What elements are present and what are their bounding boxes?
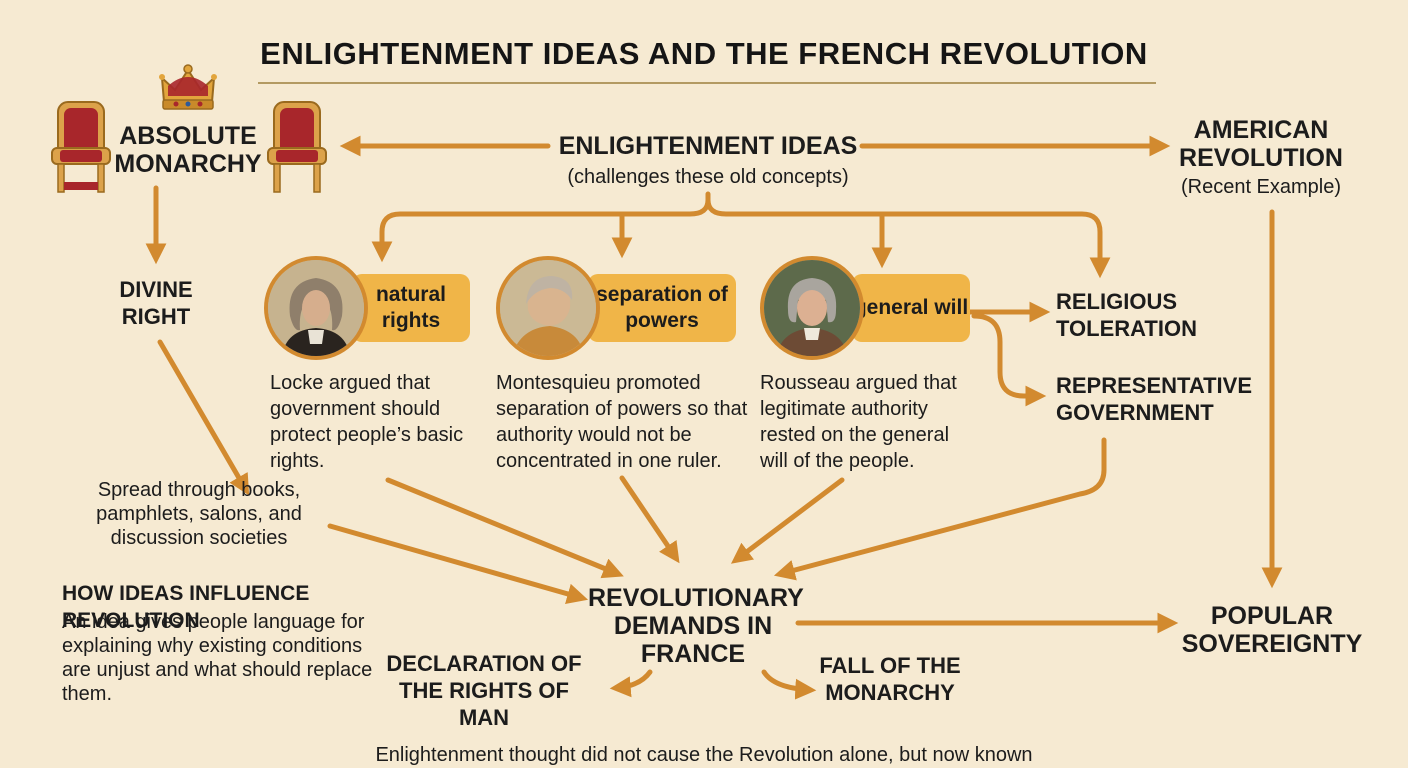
spread-text: Spread through books, pamphlets, salons,…	[96, 479, 302, 549]
arrow-to-declaration	[609, 669, 653, 698]
revolutionary-demands-label: REVOLUTIONARY DEMANDS IN FRANCE	[588, 584, 804, 668]
brace-enlightenment	[371, 191, 711, 263]
general-will-pill: general will	[852, 274, 970, 342]
throne-left-icon	[50, 98, 112, 196]
declaration-label: DECLARATION OF THE RIGHTS OF MAN	[386, 651, 582, 730]
arrow-spread-to-demands	[327, 523, 589, 605]
religious-toleration-label: RELIGIOUS TOLERATION	[1056, 289, 1197, 341]
locke-text: Locke argued that government should prot…	[270, 372, 464, 472]
bottom-note: Enlightenment thought did not cause the …	[375, 744, 1033, 766]
arrow-to-representative-government	[971, 313, 1047, 407]
arrow-to-spread	[157, 339, 250, 496]
rousseau-portrait	[760, 256, 864, 360]
arrow-representative-to-demands	[773, 437, 1107, 581]
montesquieu-portrait	[496, 256, 600, 360]
enlightenment-ideas-subtitle: (challenges these old concepts)	[567, 166, 849, 188]
how-ideas-title: HOW IDEAS INFLUENCE REVOLUTION	[62, 582, 310, 632]
how-ideas-text: An idea gives people language for explai…	[62, 611, 373, 705]
enlightenment-ideas-title: ENLIGHTENMENT IDEAS	[558, 132, 858, 160]
rousseau-text: Rousseau argued that legitimate authorit…	[760, 372, 957, 472]
separation-of-powers-pill: separation of powers	[588, 274, 736, 342]
locke-portrait	[264, 256, 368, 360]
american-revolution-title: AMERICAN REVOLUTION	[1179, 116, 1343, 172]
page-title: ENLIGHTENMENT IDEAS AND THE FRENCH REVOL…	[260, 36, 1148, 71]
absolute-monarchy-label: ABSOLUTE MONARCHY	[114, 122, 262, 178]
representative-government-label: REPRESENTATIVE GOVERNMENT	[1056, 373, 1252, 425]
popular-sovereignty-label: POPULAR SOVEREIGNTY	[1181, 602, 1363, 658]
crown-icon	[158, 62, 218, 112]
title-divider	[258, 82, 1156, 84]
arrow-to-fall-monarchy	[761, 669, 817, 700]
divine-right-label: DIVINE RIGHT	[119, 277, 193, 329]
montesquieu-text: Montesquieu promoted separation of power…	[496, 372, 748, 472]
fall-of-monarchy-label: FALL OF THE MONARCHY	[819, 653, 961, 705]
throne-right-icon	[266, 98, 328, 196]
american-revolution-subtitle: (Recent Example)	[1180, 176, 1342, 198]
natural-rights-pill: natural rights	[352, 274, 470, 342]
